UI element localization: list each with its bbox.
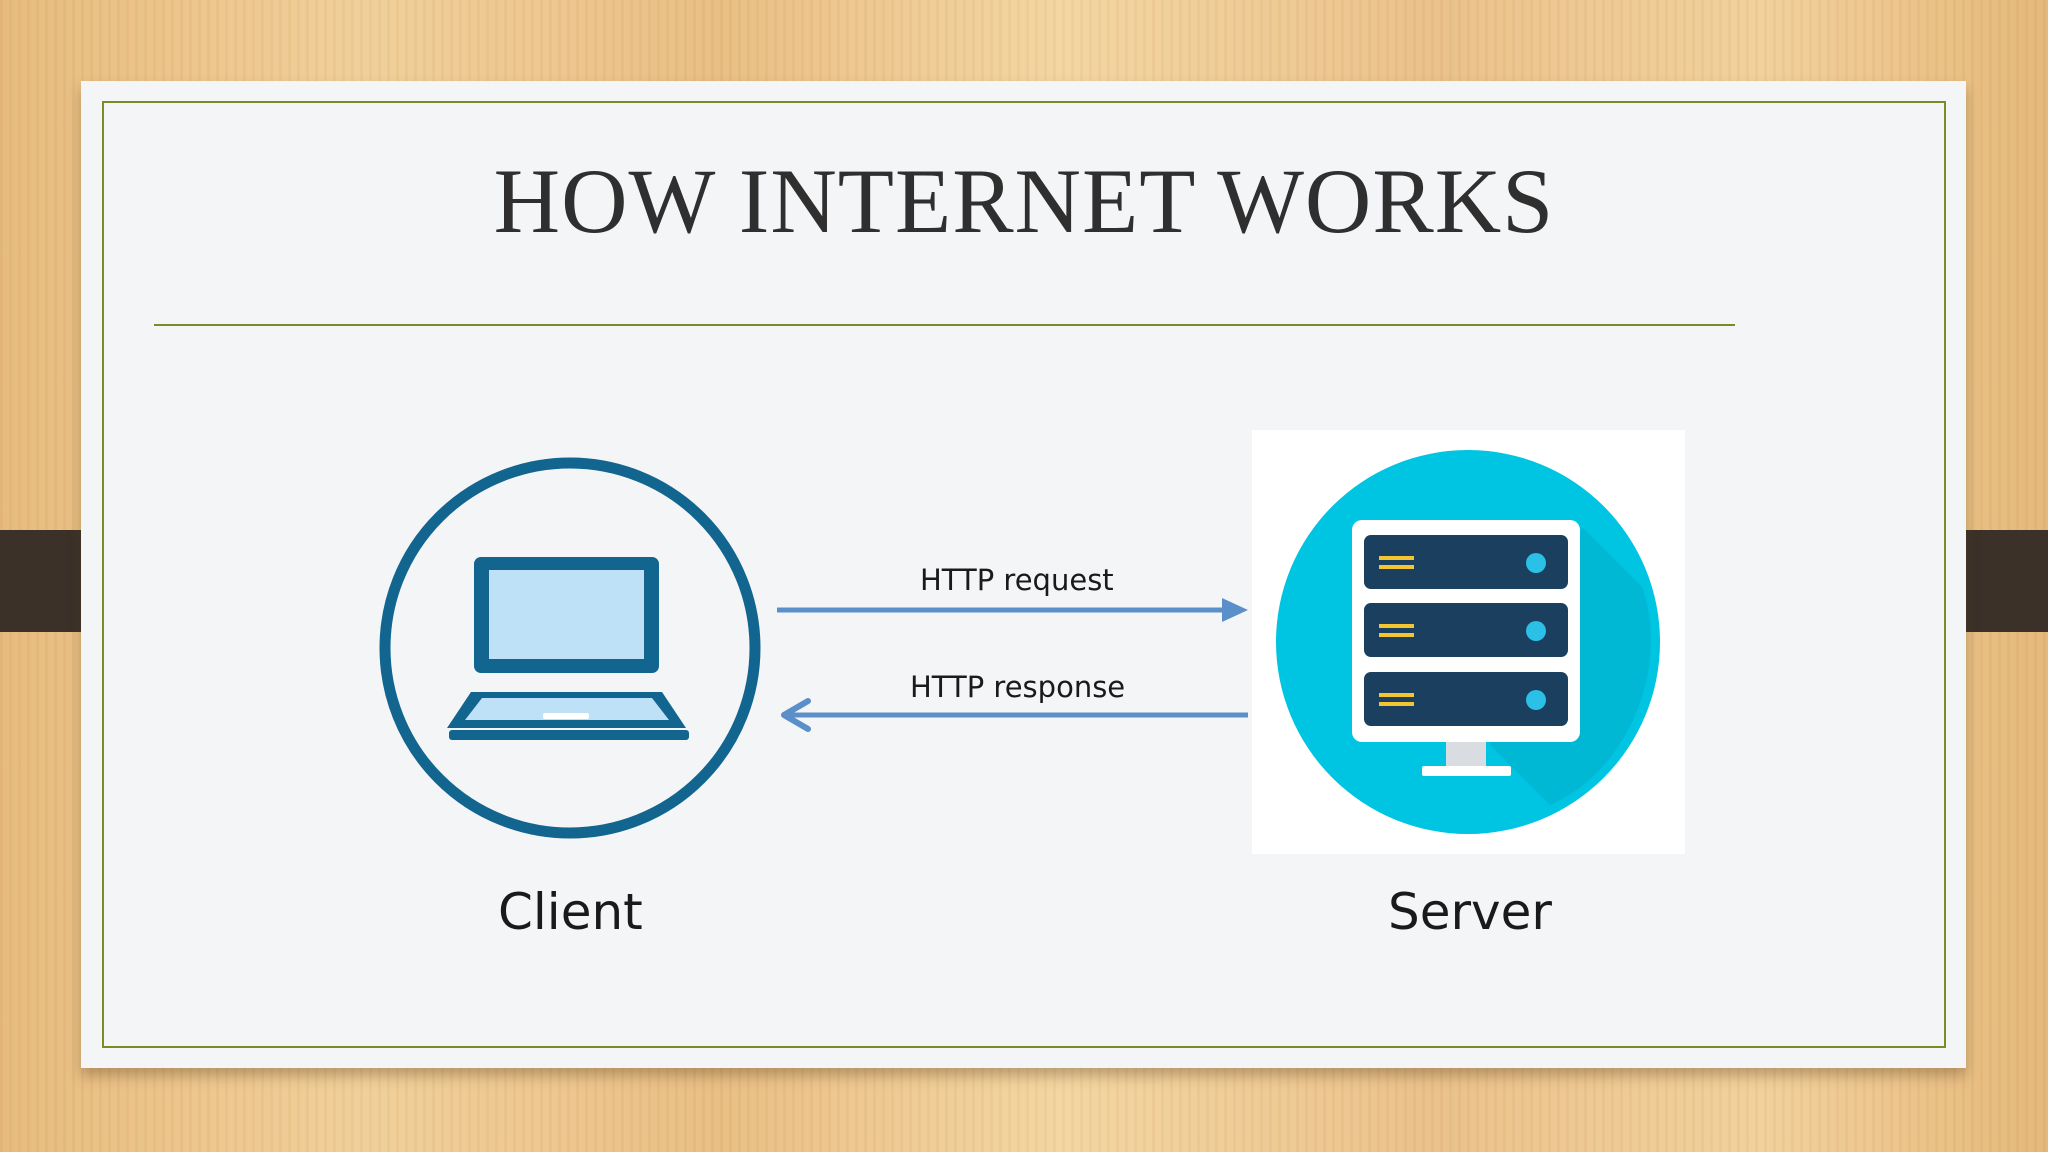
- http-request-arrow: [777, 598, 1248, 622]
- title-divider: [154, 324, 1735, 326]
- http-response-arrow: [781, 698, 1248, 732]
- client-label: Client: [498, 883, 643, 941]
- http-request-label: HTTP request: [920, 563, 1114, 597]
- laptop-icon: [379, 457, 761, 839]
- slide-frame: [102, 101, 1946, 1048]
- server-label: Server: [1388, 883, 1552, 941]
- slide-title: HOW INTERNET WORKS: [493, 150, 1555, 252]
- http-response-label: HTTP response: [910, 670, 1126, 704]
- server-icon: [1252, 430, 1685, 854]
